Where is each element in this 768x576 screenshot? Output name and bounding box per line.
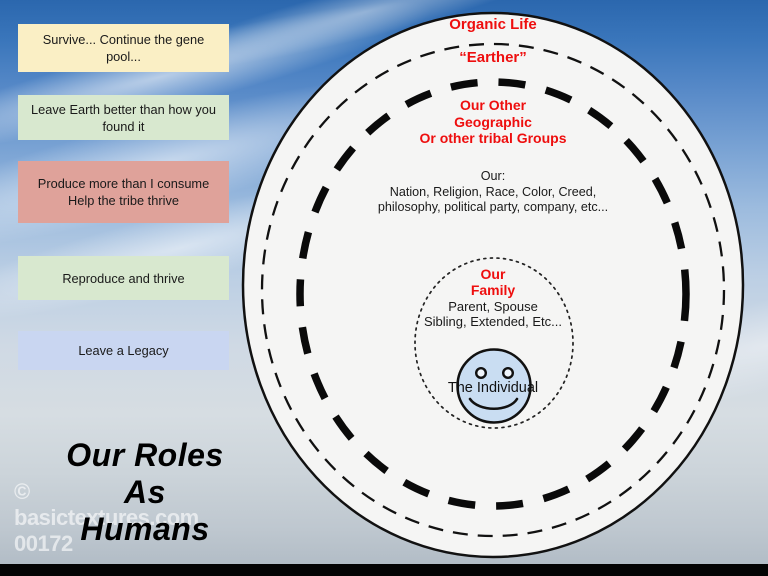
goal-box-leave-earth-better: Leave Earth better than how you found it bbox=[18, 95, 229, 140]
ring-label-family: Our Family bbox=[470, 266, 516, 298]
left-eye-icon bbox=[475, 367, 488, 380]
earther-dashed-ring bbox=[260, 42, 726, 538]
smile-icon bbox=[468, 397, 519, 411]
right-eye-icon bbox=[502, 367, 515, 380]
watermark: © basictextures.com 00172 bbox=[14, 479, 199, 556]
goal-box-produce-more: Produce more than I consume Help the tri… bbox=[18, 161, 229, 223]
ring-label-family-detail: Parent, Spouse Sibling, Extended, Etc... bbox=[423, 299, 563, 329]
ring-label-individual: The Individual bbox=[447, 380, 539, 396]
tribal-groups-thick-dashed-ring bbox=[296, 78, 690, 510]
family-dotted-ring bbox=[414, 257, 574, 429]
goal-box-survive: Survive... Continue the gene pool... bbox=[18, 24, 229, 72]
outer-organic-life-ring bbox=[241, 11, 745, 559]
smiley-face-icon bbox=[456, 348, 532, 424]
goal-box-legacy: Leave a Legacy bbox=[18, 331, 229, 370]
ring-label-earther: “Earther” bbox=[459, 49, 527, 66]
ring-label-organic-life: Organic Life bbox=[449, 16, 537, 33]
bottom-letterbox-bar bbox=[0, 564, 768, 576]
slide-title: Our Roles As Humans bbox=[66, 437, 224, 547]
goal-box-reproduce: Reproduce and thrive bbox=[18, 256, 229, 300]
ring-label-tribal-groups: Our Other Geographic Or other tribal Gro… bbox=[419, 97, 567, 146]
ring-label-tribal-detail: Our: Nation, Religion, Race, Color, Cree… bbox=[377, 169, 609, 214]
